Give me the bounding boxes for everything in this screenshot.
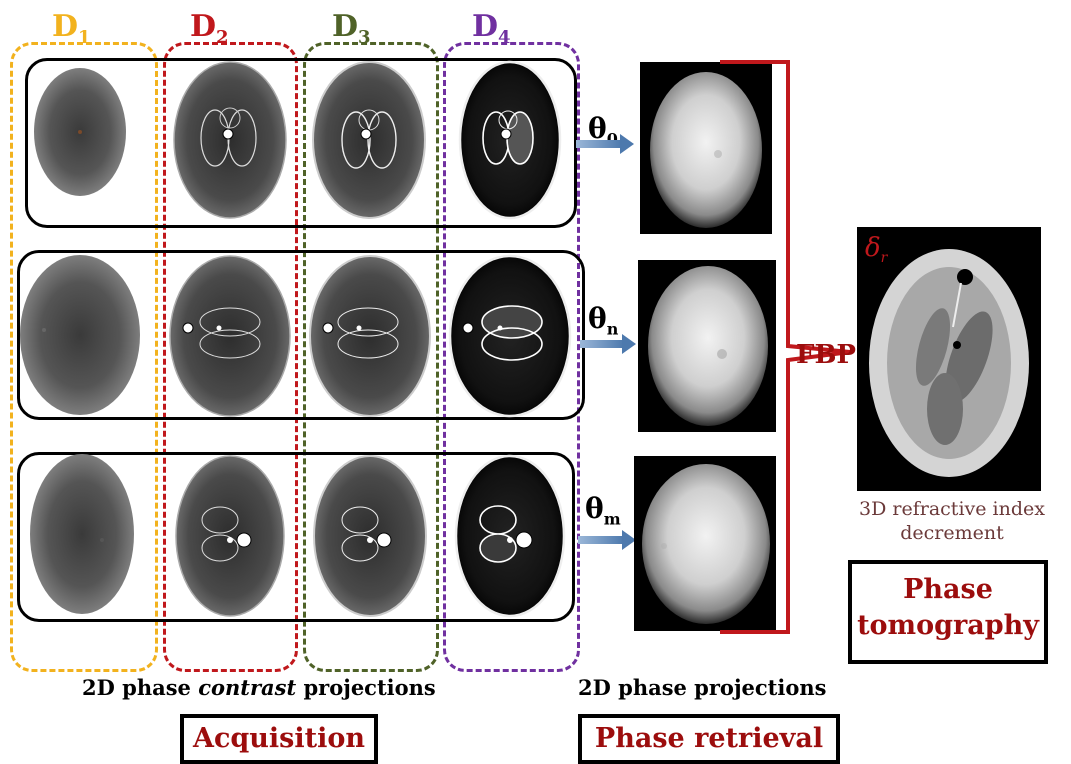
angle-label-thetam: θm	[585, 492, 621, 529]
contrast-projections-grid	[20, 60, 572, 618]
projection-row-thetam	[17, 452, 575, 622]
thetam-sub: m	[603, 509, 621, 529]
caption-left-italic: contrast	[198, 675, 297, 700]
acquisition-box: Acquisition	[180, 714, 378, 764]
phantom-d3-row2	[309, 255, 431, 417]
phase-projection-thetam	[634, 456, 776, 631]
thetam-symbol: θ	[585, 492, 604, 525]
phantom-d2-row1	[173, 61, 287, 219]
angle-label-thetan: θn	[588, 302, 618, 339]
phantom-d1-row2	[20, 255, 140, 415]
result-caption-line2: decrement	[900, 521, 1004, 544]
arrow-thetan	[580, 334, 636, 354]
detector-column-d1	[10, 42, 158, 672]
contrast-projections-caption: 2D phase contrast projections	[82, 675, 436, 700]
caption-left-pre: 2D phase	[82, 675, 199, 700]
projection-row-theta0	[25, 58, 577, 228]
arrow-theta0	[576, 134, 634, 154]
detector-d4-letter: D	[472, 9, 499, 44]
detector-column-d3	[303, 42, 439, 672]
phantom-d2-row3	[175, 455, 285, 617]
phantom-d4-row3	[454, 454, 566, 618]
theta0-sub: 0	[606, 129, 618, 149]
theta0-symbol: θ	[588, 112, 607, 145]
phantom-d1-row1-dot	[78, 130, 82, 134]
phantom-d2-row2	[169, 255, 291, 417]
phase-tomography-line2: tomography	[857, 610, 1039, 642]
phantom-d3-row1	[312, 61, 426, 219]
result-caption-line1: 3D refractive index	[859, 498, 1045, 520]
fbp-label: FBP	[796, 340, 856, 370]
detector-d2-letter: D	[190, 9, 217, 44]
detector-column-d4	[443, 42, 580, 672]
delta-letter: δ	[865, 233, 881, 263]
delta-r-symbol: δr	[865, 233, 887, 266]
arrow-thetam	[578, 530, 636, 550]
phase-projections-caption: 2D phase projections	[578, 675, 827, 700]
phase-retrieval-box: Phase retrieval	[578, 714, 840, 764]
result-caption: 3D refractive index decrement	[838, 498, 1066, 546]
detector-d1-letter: D	[52, 9, 79, 44]
projection-row-thetan	[17, 250, 585, 420]
detector-d3-letter: D	[332, 9, 359, 44]
phantom-d3-row3	[313, 455, 427, 617]
fbp-bracket	[720, 60, 851, 634]
phase-projection-thetan	[638, 260, 776, 432]
projection-arrows	[576, 134, 636, 550]
thetan-symbol: θ	[588, 302, 607, 335]
delta-sub: r	[880, 250, 888, 267]
phantom-d4-row2	[448, 254, 572, 418]
phase-projection-theta0	[640, 62, 772, 234]
detector-column-d2	[163, 42, 298, 672]
phantom-d1-row3	[30, 454, 134, 614]
caption-left-post: projections	[296, 675, 436, 700]
phantom-d4-row1	[458, 60, 562, 220]
angle-label-theta0: θ0	[588, 112, 618, 149]
thetan-sub: n	[606, 319, 619, 339]
phase-tomography-box: Phase tomography	[848, 560, 1048, 664]
phase-tomography-line1: Phase	[903, 574, 993, 605]
phase-tomography-result: δr	[857, 227, 1041, 491]
